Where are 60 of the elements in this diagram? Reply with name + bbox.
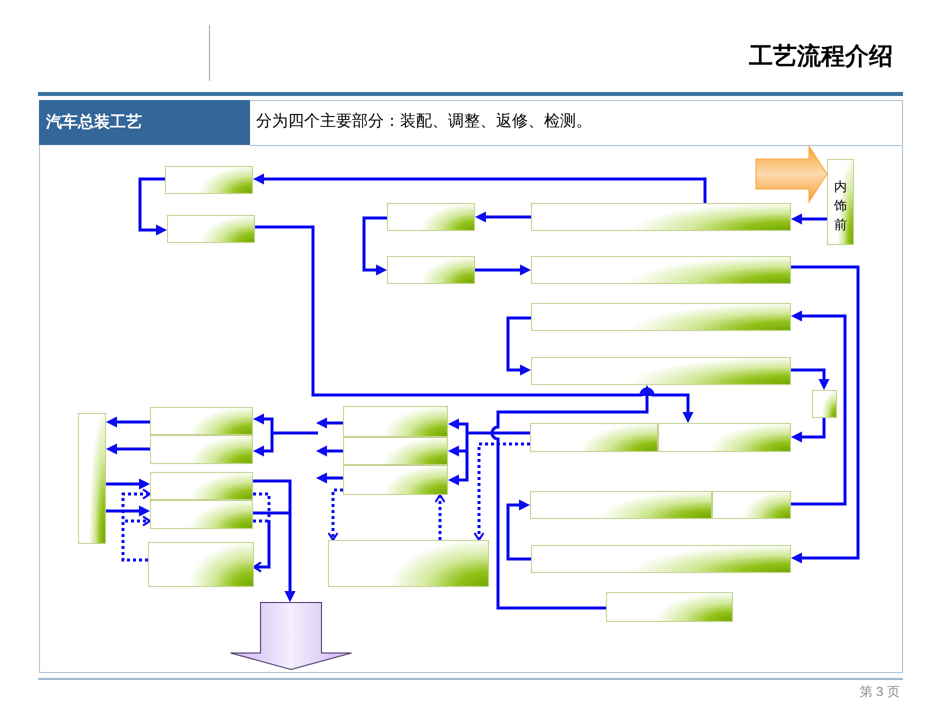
arrow <box>106 444 150 454</box>
process-box <box>531 203 791 231</box>
page-number: 第 3 页 <box>860 684 900 700</box>
arrow <box>791 368 830 390</box>
arrow <box>506 500 531 560</box>
arrow <box>106 506 150 516</box>
arrow <box>362 216 387 276</box>
arrow <box>253 432 318 456</box>
process-box <box>658 423 791 452</box>
dotted-arrow <box>328 488 343 541</box>
arrow <box>106 416 150 428</box>
process-box <box>150 435 253 464</box>
process-box <box>531 303 791 331</box>
process-box <box>343 465 448 495</box>
process-box <box>165 166 253 194</box>
process-box: 内饰前 <box>827 159 854 245</box>
process-box <box>150 472 253 500</box>
process-box <box>530 491 712 519</box>
page-title: 工艺流程介绍 <box>749 42 893 72</box>
process-box <box>530 423 658 452</box>
process-box <box>78 413 106 544</box>
arrow <box>138 178 167 236</box>
process-box <box>150 407 253 435</box>
process-box <box>343 437 448 465</box>
description-text: 分为四个主要部分：装配、调整、返修、检测。 <box>256 112 592 132</box>
process-box <box>343 406 448 437</box>
dotted-arrow <box>434 494 446 540</box>
process-box <box>812 390 837 418</box>
arrow <box>791 418 826 442</box>
process-box <box>387 203 475 231</box>
arrow <box>106 478 150 490</box>
arrow <box>791 310 846 506</box>
arrow <box>475 264 531 276</box>
process-box <box>531 256 791 284</box>
process-box <box>328 540 489 587</box>
process-box <box>150 500 253 529</box>
arrow <box>475 212 531 222</box>
dotted-arrow <box>474 442 530 541</box>
dotted-arrow <box>253 520 270 572</box>
dotted-arrow <box>122 516 151 562</box>
arrow <box>506 316 531 376</box>
arrow <box>316 418 343 428</box>
arrow <box>316 446 343 456</box>
arrow <box>490 385 652 610</box>
arrow <box>316 472 343 484</box>
process-box <box>148 542 254 587</box>
block-arrow <box>230 602 352 670</box>
arrow <box>791 266 860 564</box>
process-box <box>531 357 791 385</box>
arrow <box>253 512 296 602</box>
arrow <box>255 226 694 423</box>
arrow <box>253 174 706 203</box>
process-box <box>387 256 475 284</box>
header-cell: 汽车总装工艺 <box>39 100 250 145</box>
process-box <box>606 592 733 622</box>
block-arrow <box>756 144 828 204</box>
process-box <box>167 215 255 243</box>
process-box <box>531 545 791 573</box>
arrow <box>791 214 827 224</box>
process-box <box>712 491 791 519</box>
